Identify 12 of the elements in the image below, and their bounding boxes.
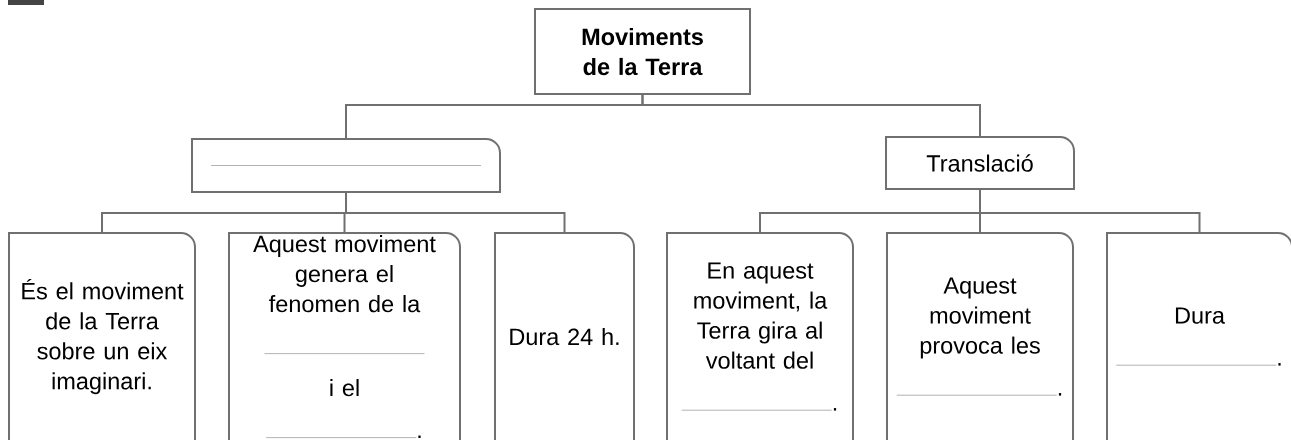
info-card: Dura . (1106, 232, 1291, 440)
heading-box (191, 138, 501, 193)
info-card: Aquest moviment provoca les . (886, 232, 1074, 440)
heading-box: Translació (885, 136, 1075, 190)
connector-line (979, 188, 1201, 234)
info-card: Dura 24 h. (494, 232, 635, 440)
connector-line (345, 191, 566, 234)
connector-line (641, 93, 981, 138)
title-box: Moviments de la Terra (534, 8, 751, 95)
info-card: És el moviment de la Terra sobre un eix imaginari. (8, 232, 196, 440)
info-card: En aquest moviment, la Terra gira al voltant del . (666, 232, 854, 440)
info-card: Aquest moviment genera el fenomen de la i el . (228, 232, 461, 440)
